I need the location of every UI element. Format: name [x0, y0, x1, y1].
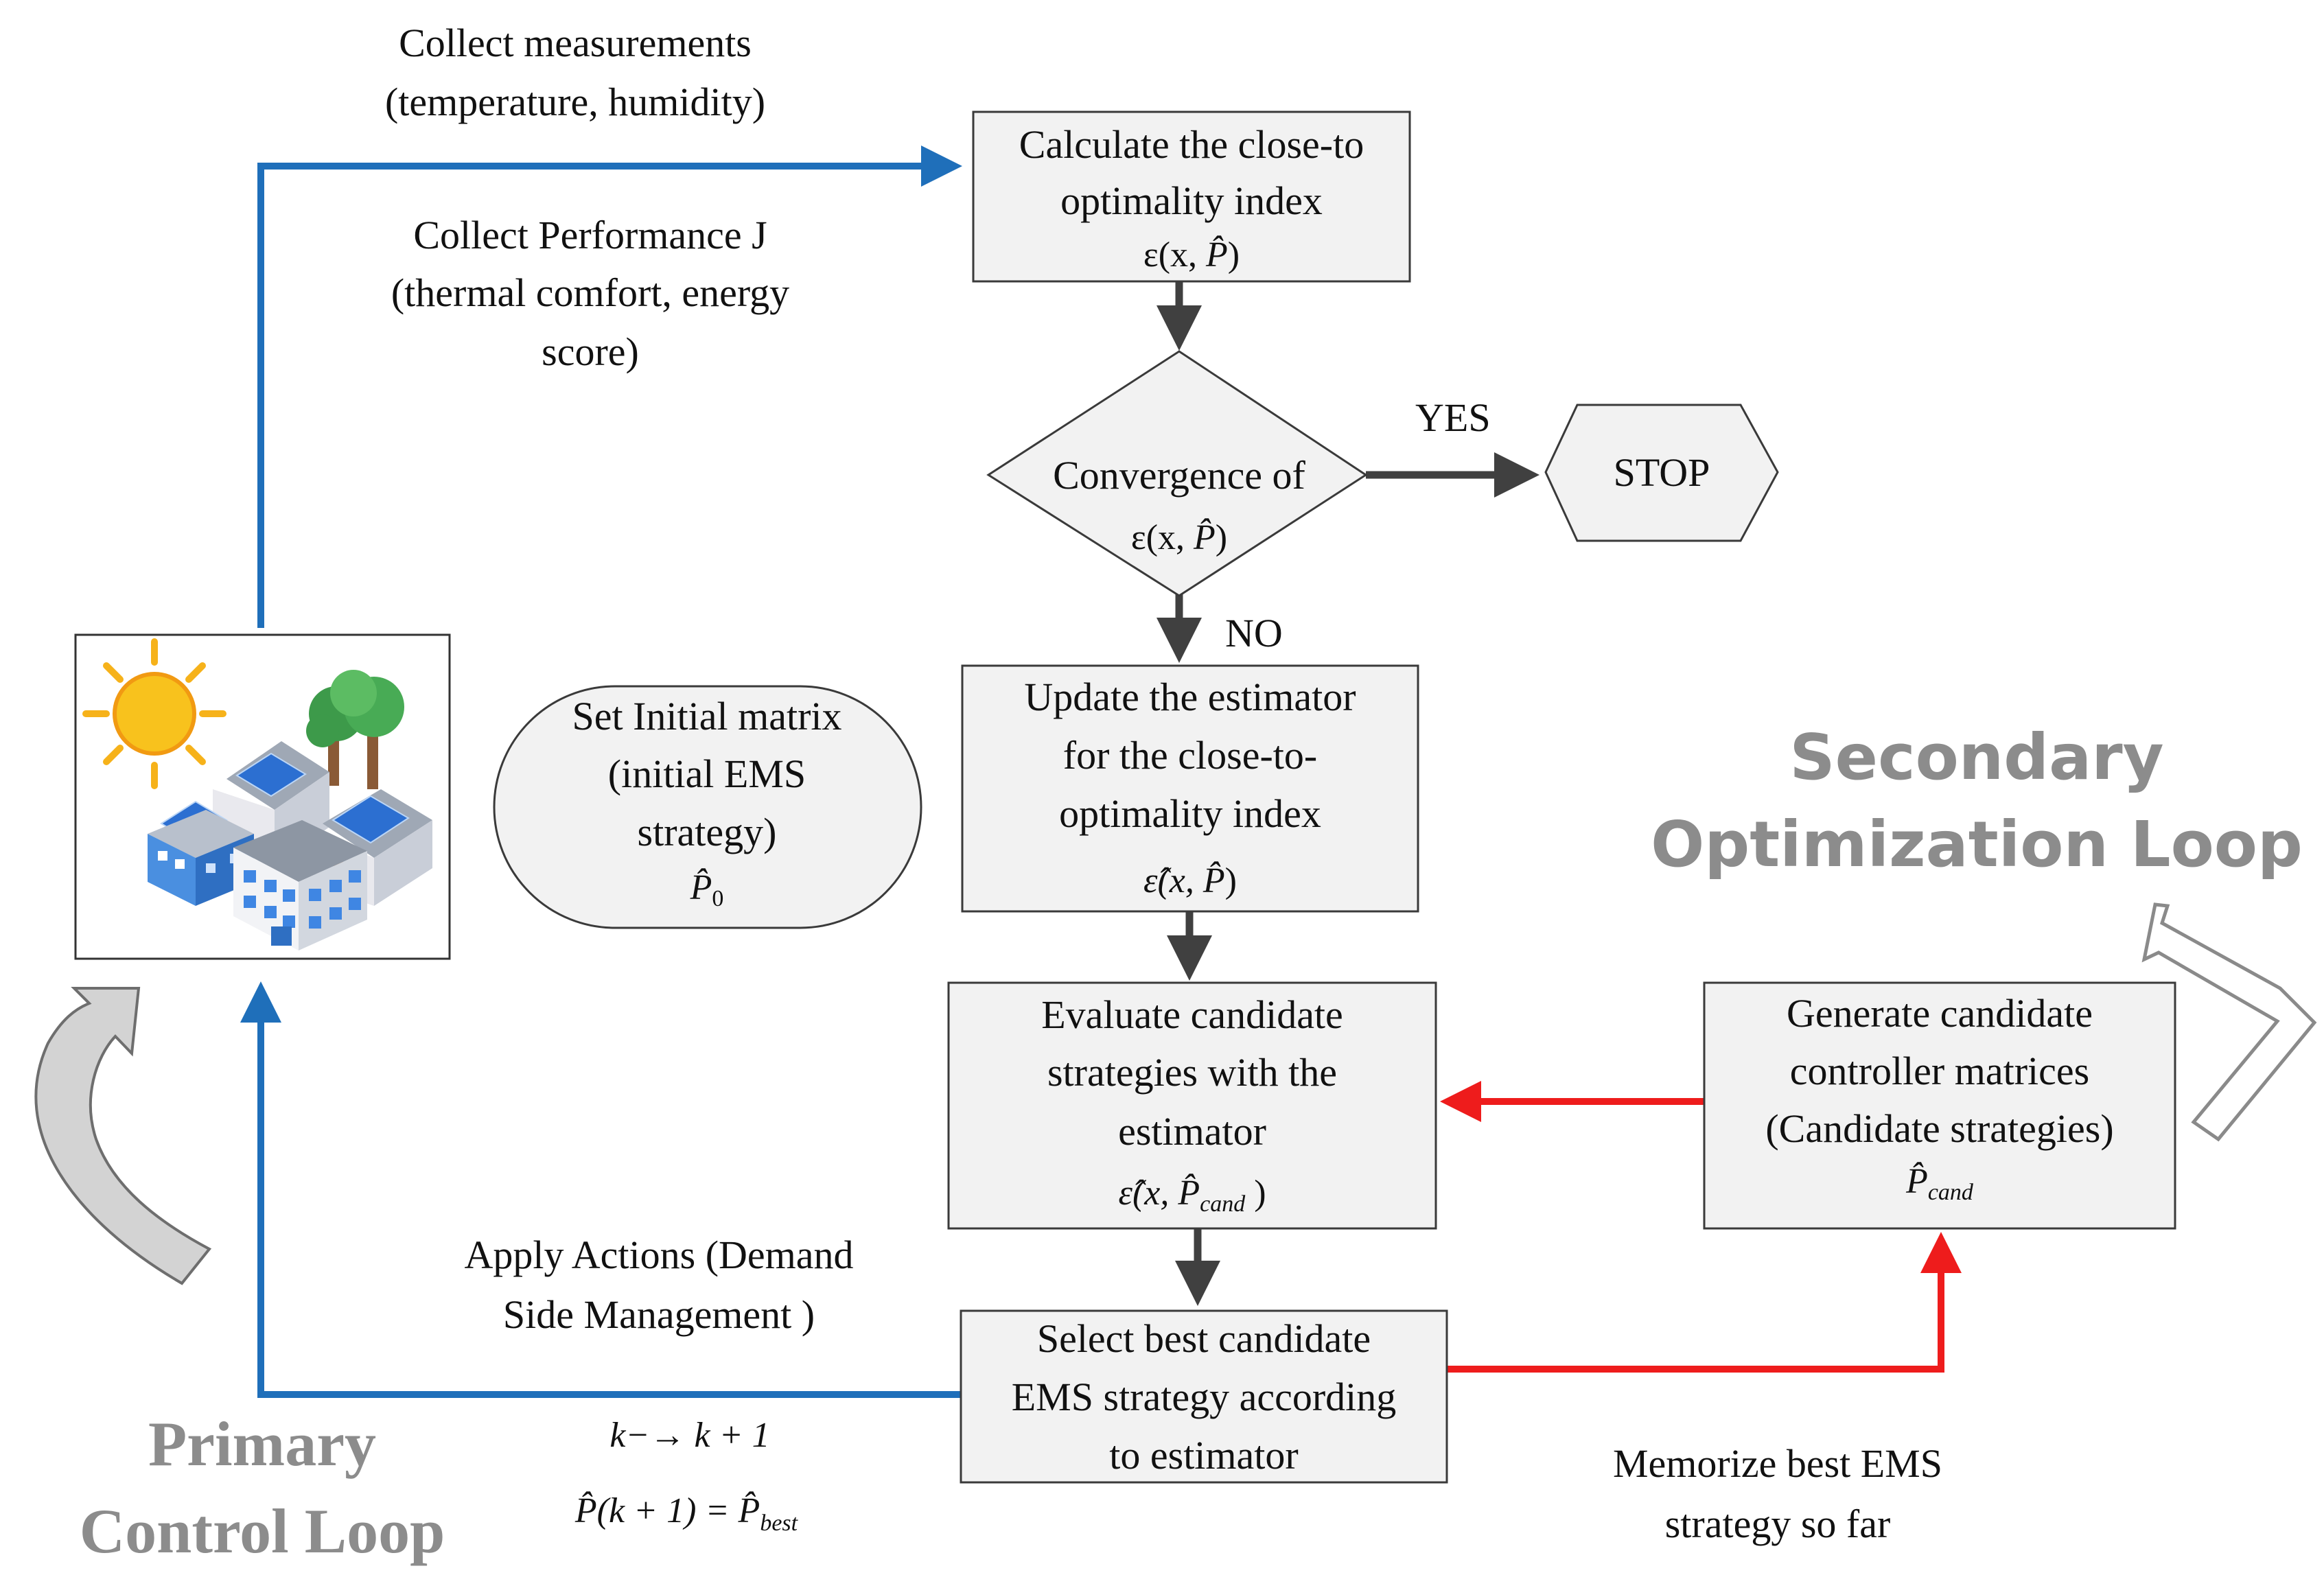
primary-loop-line-1: Primary: [148, 1409, 376, 1479]
update-estimator-node: Update the estimator for the close-to- o…: [961, 664, 1419, 913]
select-best-line-1: Select best candidate: [1037, 1316, 1371, 1361]
secondary-loop-title: Secondary Optimization Loop: [1651, 721, 2303, 881]
select-best-node: Select best candidate EMS strategy accor…: [960, 1309, 1448, 1484]
collect-measurements-label: Collect measurements (temperature, humid…: [385, 21, 765, 124]
p-update-label: P̂(k + 1) = P̂best: [574, 1491, 799, 1536]
apply-actions-line-1: Apply Actions (Demand: [464, 1233, 853, 1277]
update-estimator-line-3: optimality index: [1059, 791, 1321, 836]
initial-matrix-line-3: strategy): [638, 810, 777, 854]
initial-matrix-formula: P̂0: [690, 867, 724, 911]
calc-index-line-1: Calculate the close-to: [1019, 122, 1364, 167]
evaluate-line-1: Evaluate candidate: [1041, 992, 1343, 1037]
sun-icon: [82, 638, 226, 789]
apartment-building-icon: [233, 820, 367, 950]
evaluate-line-2: strategies with the: [1047, 1050, 1337, 1095]
apply-actions-label: Apply Actions (Demand Side Management ): [464, 1233, 853, 1337]
convergence-line-1: Convergence of: [1053, 453, 1305, 498]
memorize-line-1: Memorize best EMS: [1613, 1441, 1942, 1486]
evaluate-formula: ε̂(x, P̂cand ): [1118, 1173, 1266, 1217]
select-best-line-3: to estimator: [1109, 1433, 1298, 1478]
edge-select-to-generate: [1447, 1232, 1962, 1373]
memorize-line-2: strategy so far: [1665, 1502, 1891, 1546]
apply-actions-line-2: Side Management ): [503, 1292, 815, 1337]
collect-performance-line-1: Collect Performance J: [413, 213, 767, 257]
collect-performance-label: Collect Performance J (thermal comfort, …: [391, 213, 789, 374]
collect-performance-line-2: (thermal comfort, energy: [391, 270, 789, 315]
convergence-decision-node: Convergence of ε(x, P̂): [986, 350, 1368, 597]
calc-index-node: Calculate the close-to optimality index …: [972, 110, 1411, 283]
secondary-loop-arrow-icon: [2141, 902, 2317, 1142]
select-best-line-2: EMS strategy according: [1012, 1375, 1397, 1419]
edge-measurements-to-calc: [257, 145, 962, 628]
calc-index-formula: ε(x, P̂): [1143, 235, 1240, 275]
stop-label: STOP: [1614, 450, 1710, 495]
collect-measurements-line-1: Collect measurements: [399, 21, 752, 65]
primary-loop-title: Primary Control Loop: [80, 1409, 445, 1566]
update-estimator-line-2: for the close-to-: [1063, 733, 1317, 778]
evaluate-line-3: estimator: [1118, 1109, 1266, 1154]
tree-icon: [306, 670, 404, 789]
initial-matrix-node: Set Initial matrix (initial EMS strategy…: [493, 685, 922, 929]
collect-measurements-line-2: (temperature, humidity): [385, 80, 765, 124]
generate-line-1: Generate candidate: [1787, 991, 2093, 1036]
generate-line-2: controller matrices: [1790, 1049, 2089, 1093]
collect-performance-line-3: score): [542, 329, 639, 374]
update-estimator-formula: ε̂(x, P̂): [1143, 861, 1237, 900]
generate-formula: P̂cand: [1905, 1161, 1974, 1205]
generate-line-3: (Candidate strategies): [1765, 1106, 2113, 1151]
initial-matrix-line-2: (initial EMS: [608, 751, 806, 796]
edge-select-to-building: [240, 981, 961, 1398]
primary-loop-arrow-icon: [34, 987, 212, 1285]
secondary-loop-line-1: Secondary: [1789, 721, 2163, 794]
generate-candidates-node: Generate candidate controller matrices (…: [1703, 981, 2176, 1230]
primary-loop-line-2: Control Loop: [80, 1496, 445, 1566]
stop-node: STOP: [1544, 404, 1779, 542]
smart-building-scene-icon: [74, 633, 451, 960]
k-update-label: k−→ k + 1: [609, 1416, 769, 1455]
calc-index-line-2: optimality index: [1060, 178, 1323, 223]
memorize-label: Memorize best EMS strategy so far: [1613, 1441, 1942, 1546]
update-estimator-line-1: Update the estimator: [1024, 675, 1356, 719]
evaluate-candidates-node: Evaluate candidate strategies with the e…: [947, 981, 1437, 1230]
yes-label: YES: [1415, 395, 1491, 440]
no-label: NO: [1225, 611, 1283, 655]
initial-matrix-line-1: Set Initial matrix: [572, 694, 841, 738]
convergence-formula: ε(x, P̂): [1131, 517, 1227, 557]
secondary-loop-line-2: Optimization Loop: [1651, 808, 2303, 881]
